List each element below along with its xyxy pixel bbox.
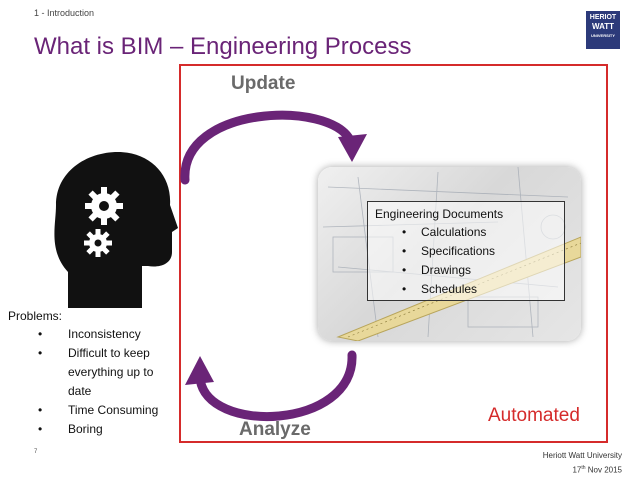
documents-title: Engineering Documents [375, 207, 504, 221]
footer-university: Heriott Watt University [542, 451, 622, 460]
page-title: What is BIM – Engineering Process [34, 33, 412, 60]
problems-heading: Problems: [8, 309, 63, 323]
list-item: Schedules [402, 280, 564, 299]
footer-date: 17th Nov 2015 [572, 465, 622, 475]
university-logo: HERIOT WATT UNIVERSITY [586, 11, 620, 49]
automated-label: Automated [488, 405, 580, 426]
slide-number: 7 [34, 449, 38, 455]
problems-list: Problems: Inconsistency Difficult to kee… [8, 309, 172, 439]
head-with-gears-icon [54, 152, 178, 308]
list-item: Calculations [402, 223, 564, 242]
footer: Heriott Watt University 17th Nov 2015 [543, 450, 622, 477]
list-item: Specifications [402, 242, 564, 261]
engineering-documents-box: Engineering Documents Calculations Speci… [367, 201, 565, 301]
analyze-label: Analyze [239, 419, 311, 440]
section-label: 1 - Introduction [34, 8, 95, 18]
list-item: Time Consuming [38, 401, 172, 420]
documents-list: Calculations Specifications Drawings Sch… [368, 223, 564, 299]
list-item: Inconsistency [38, 325, 172, 344]
update-label: Update [231, 73, 296, 94]
list-item: Boring [38, 420, 172, 439]
list-item: Difficult to keep everything up to date [38, 344, 172, 401]
automation-frame [179, 64, 608, 443]
list-item: Drawings [402, 261, 564, 280]
